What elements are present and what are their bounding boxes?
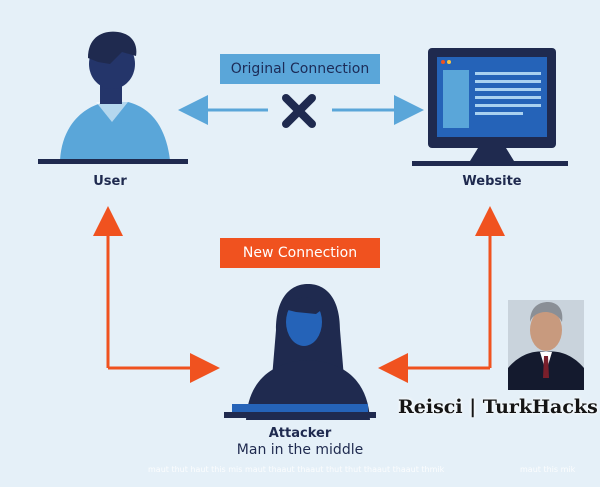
original-connection-label: Original Connection	[220, 54, 380, 84]
attacker-figure	[224, 284, 376, 420]
watermark-text: Reisci | TurkHacks	[398, 396, 598, 418]
user-label: User	[93, 174, 127, 189]
new-connection-arrows	[93, 206, 505, 383]
broken-connection-x-icon	[282, 94, 316, 128]
website-monitor-icon	[412, 48, 568, 166]
footer-watermark-left: maut thut haut this mis maut thaaut thaa…	[148, 465, 445, 474]
user-figure	[38, 31, 188, 164]
attacker-label: Attacker	[268, 426, 332, 441]
new-connection-label: New Connection	[220, 238, 380, 268]
website-label: Website	[462, 174, 522, 189]
watermark-portrait	[508, 300, 584, 390]
footer-watermark-right: maut this mik	[520, 465, 576, 474]
attacker-sublabel: Man in the middle	[236, 442, 364, 458]
